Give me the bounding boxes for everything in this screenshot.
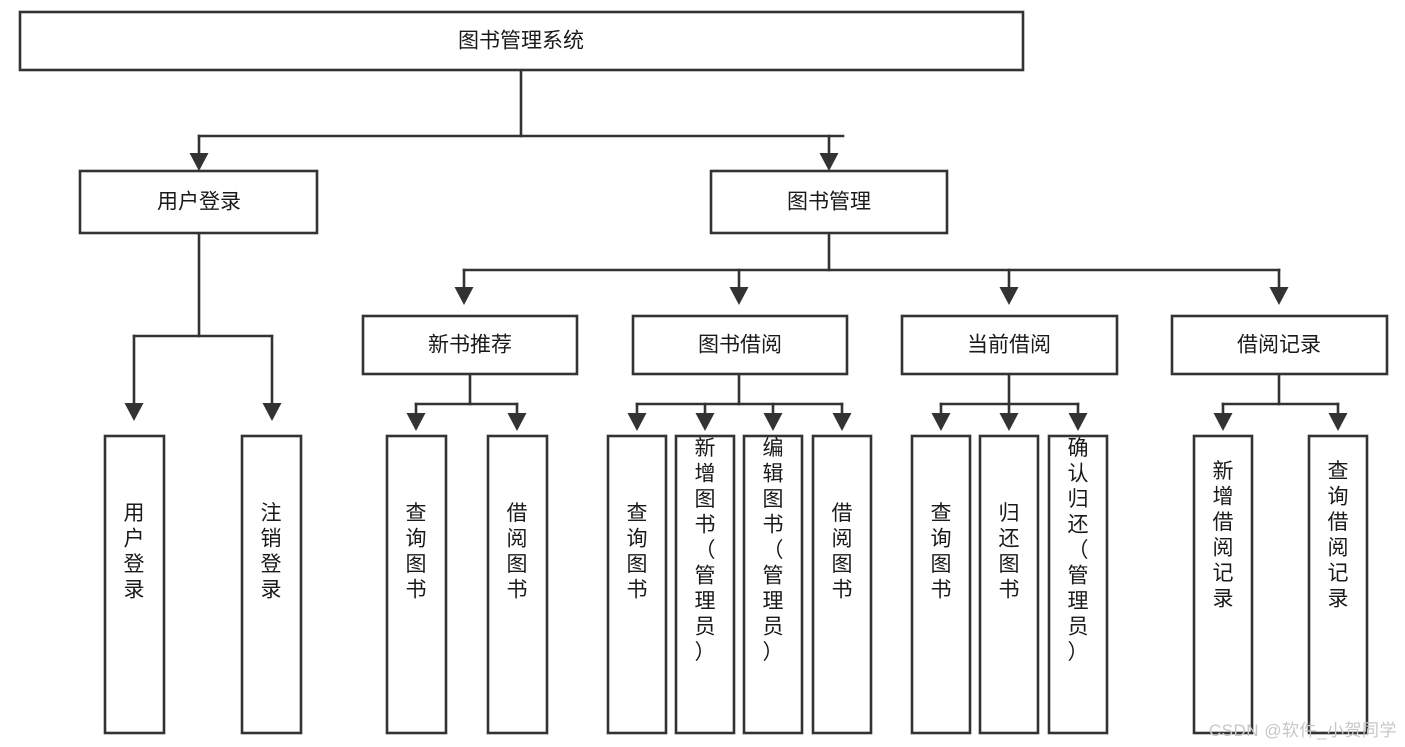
node-leaf-query-book-b[interactable]: 查询图书 [606, 434, 668, 735]
node-label-leaf-edit-book-admin: 编辑图书（管理员） [763, 437, 784, 664]
node-current-borrow[interactable]: 当前借阅 [900, 314, 1119, 376]
edge-root-to-level2 [189, 68, 845, 171]
node-borrow-record[interactable]: 借阅记录 [1170, 314, 1389, 376]
node-label-leaf-query-borrow-record: 查询借阅记录 [1328, 460, 1349, 611]
node-label-leaf-add-borrow-record: 新增借阅记录 [1213, 460, 1234, 611]
node-label-book-manage: 图书管理 [787, 191, 871, 214]
node-leaf-add-borrow-record[interactable]: 新增借阅记录 [1192, 434, 1254, 735]
node-label-leaf-return-book: 归还图书 [999, 502, 1020, 602]
node-label-root: 图书管理系统 [458, 30, 584, 53]
node-leaf-return-book[interactable]: 归还图书 [978, 434, 1040, 735]
node-user-login[interactable]: 用户登录 [78, 169, 319, 235]
node-leaf-add-book-admin[interactable]: 新增图书（管理员） [674, 434, 736, 735]
node-label-book-borrow: 图书借阅 [698, 334, 782, 357]
edge-userlogin-to-leaves [124, 231, 282, 421]
node-label-new-book-recommend: 新书推荐 [428, 334, 512, 357]
node-leaf-borrow-book-b[interactable]: 借阅图书 [811, 434, 873, 735]
node-leaf-logout-login[interactable]: 注销登录 [240, 434, 303, 735]
node-leaf-edit-book-admin[interactable]: 编辑图书（管理员） [742, 434, 804, 735]
node-leaf-user-login[interactable]: 用户登录 [103, 434, 166, 735]
node-label-leaf-borrow-book-a: 借阅图书 [507, 502, 528, 602]
edge-bookborrow-to-leaves [627, 372, 852, 431]
node-label-leaf-borrow-book-b: 借阅图书 [832, 502, 853, 602]
node-label-leaf-user-login: 用户登录 [124, 502, 145, 602]
node-label-leaf-logout-login: 注销登录 [261, 502, 282, 602]
node-leaf-query-book-c[interactable]: 查询图书 [910, 434, 972, 735]
node-leaf-query-borrow-record[interactable]: 查询借阅记录 [1307, 434, 1369, 735]
node-label-leaf-query-book-b: 查询图书 [627, 502, 648, 602]
node-label-leaf-query-book-c: 查询图书 [931, 502, 952, 602]
node-root-system[interactable]: 图书管理系统 [18, 10, 1025, 72]
node-book-borrow[interactable]: 图书借阅 [631, 314, 849, 376]
edge-bookmanage-to-level3 [454, 231, 1289, 305]
edge-currentborrow-to-leaves [931, 372, 1088, 431]
node-book-manage[interactable]: 图书管理 [709, 169, 949, 235]
edge-newbook-to-leaves [406, 372, 527, 431]
node-new-book-recommend[interactable]: 新书推荐 [361, 314, 579, 376]
node-leaf-query-book-a[interactable]: 查询图书 [385, 434, 448, 735]
node-label-leaf-confirm-return-admin: 确认归还（管理员） [1068, 437, 1089, 664]
node-leaf-confirm-return-admin[interactable]: 确认归还（管理员） [1047, 434, 1109, 735]
node-label-leaf-add-book-admin: 新增图书（管理员） [695, 437, 716, 664]
node-leaf-borrow-book-a[interactable]: 借阅图书 [486, 434, 549, 735]
node-label-current-borrow: 当前借阅 [967, 334, 1051, 357]
csdn-watermark: CSDN @软件_小贺同学 [1208, 721, 1397, 740]
node-label-leaf-query-book-a: 查询图书 [406, 502, 427, 602]
node-label-user-login: 用户登录 [157, 191, 241, 214]
edge-borrowrecord-to-leaves [1213, 372, 1348, 431]
node-label-borrow-record: 借阅记录 [1237, 334, 1321, 357]
